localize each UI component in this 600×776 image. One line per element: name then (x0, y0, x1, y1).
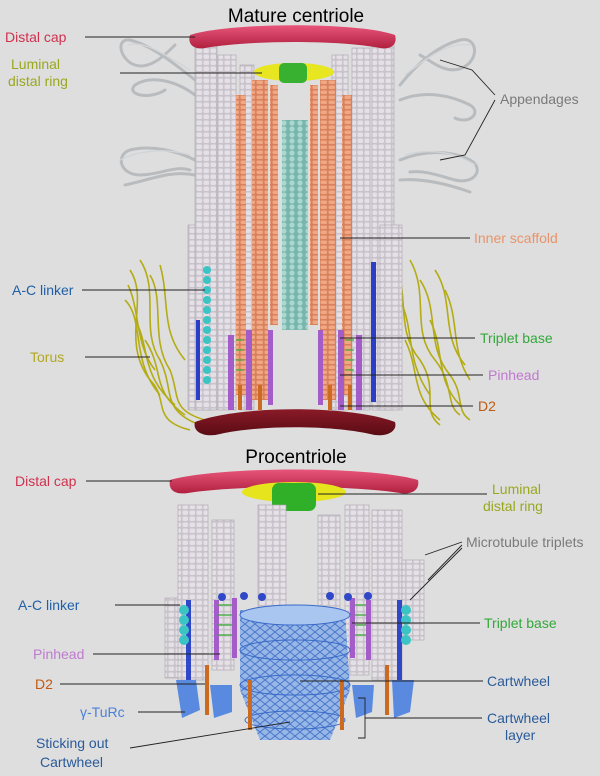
label-d2-mature: D2 (478, 398, 496, 414)
triplet-base-pro (218, 604, 366, 636)
label-d2-pro: D2 (35, 676, 53, 692)
bottom-ring-mature (194, 409, 396, 436)
label-luminal-ring-pro-1: Luminal (492, 481, 541, 497)
inner-scaffold (236, 80, 352, 400)
label-ac-linker-mature: A-C linker (12, 282, 74, 298)
d2-mature (238, 385, 352, 410)
label-sticking-out-2: Cartwheel (40, 754, 103, 770)
label-triplet-base-pro: Triplet base (484, 615, 557, 631)
ac-linker-pro (179, 605, 411, 645)
label-cartwheel-layer-2: layer (505, 727, 536, 743)
label-cartwheel-layer-1: Cartwheel (487, 710, 550, 726)
title-procentriole: Procentriole (245, 447, 346, 468)
luminal-distal-ring-pro (242, 482, 346, 511)
label-appendages: Appendages (500, 91, 579, 107)
distal-cap-pro (169, 469, 419, 494)
pinhead-mature (228, 330, 362, 410)
inner-lumen-column (282, 120, 308, 330)
pinhead-pro (214, 598, 371, 660)
label-pinhead-mature: Pinhead (488, 367, 539, 383)
label-sticking-out-1: Sticking out (36, 735, 108, 751)
ac-linker-mature (203, 266, 211, 384)
torus-filaments (124, 259, 471, 431)
blue-linker-mature (196, 262, 376, 402)
label-pinhead-pro: Pinhead (33, 646, 84, 662)
distal-cap-mature (189, 25, 396, 49)
label-microtubule-triplets: Microtubule triplets (466, 534, 584, 550)
label-ac-linker-pro: A-C linker (18, 597, 80, 613)
label-gamma-turc: γ-TuRc (80, 704, 125, 720)
label-luminal-ring-pro-2: distal ring (483, 498, 543, 514)
label-cartwheel: Cartwheel (487, 673, 550, 689)
label-triplet-base-mature: Triplet base (480, 330, 553, 346)
leader-lines (60, 36, 496, 749)
gamma-turc (176, 680, 414, 718)
luminal-distal-ring-mature (254, 63, 334, 83)
cartwheel (239, 604, 351, 740)
label-inner-scaffold: Inner scaffold (474, 230, 558, 246)
triplet-base-mature (236, 339, 354, 371)
label-luminal-ring-mature-1: Luminal (11, 56, 60, 72)
appendages-detail (119, 43, 476, 166)
appendages (119, 38, 479, 194)
d2-pro (205, 665, 389, 730)
label-luminal-ring-mature-2: distal ring (8, 73, 68, 89)
title-mature-centriole: Mature centriole (228, 6, 364, 27)
label-torus: Torus (30, 349, 64, 365)
label-distal-cap-mature: Distal cap (5, 29, 67, 45)
label-distal-cap-pro: Distal cap (15, 473, 77, 489)
